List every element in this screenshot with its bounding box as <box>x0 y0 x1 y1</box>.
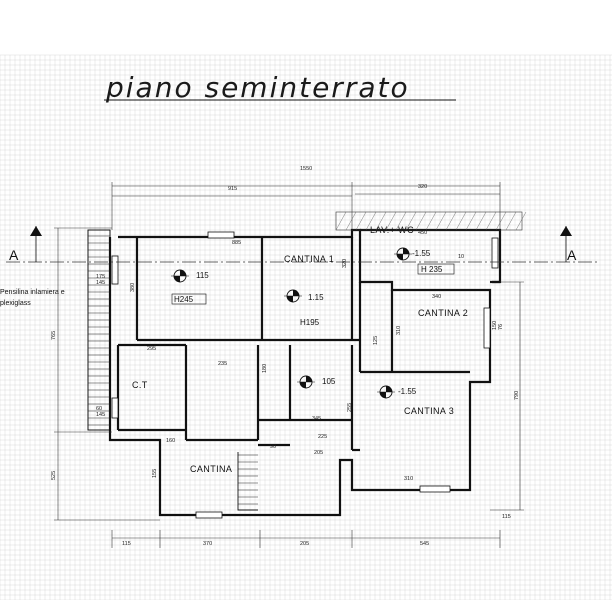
dim-top-total: 1550 <box>300 166 312 172</box>
height-box-h245 <box>171 293 207 305</box>
dim-right-790: 790 <box>514 391 520 400</box>
note-pensilina-line2: plexiglass <box>0 300 31 307</box>
dim-125: 125 <box>373 336 379 345</box>
dim-155: 155 <box>152 469 158 478</box>
level-1-15: 1.15 <box>308 293 324 302</box>
dim-295: 295 <box>147 346 156 352</box>
bottom-dimension-lines <box>111 530 501 548</box>
section-mark-right: A <box>567 247 577 263</box>
room-label-cantina-2: CANTINA 2 <box>418 308 468 318</box>
dim-90: 90 <box>270 444 276 450</box>
interior-walls <box>116 237 470 452</box>
dim-160: 160 <box>166 438 175 444</box>
dim-340: 340 <box>432 294 441 300</box>
level-markers <box>171 247 412 399</box>
section-line-a-a <box>6 226 600 263</box>
dim-left-525: 525 <box>51 471 57 480</box>
room-label-cantina-1: CANTINA 1 <box>284 254 334 264</box>
height-h235: H 235 <box>421 265 443 274</box>
stairs-bottom <box>237 452 258 511</box>
dim-top-right: 320 <box>418 184 427 190</box>
dim-right-115: 115 <box>502 514 511 520</box>
dim-345: 345 <box>312 416 321 422</box>
dim-255: 255 <box>347 403 353 412</box>
level-115: 115 <box>196 271 209 280</box>
dim-bottom-370: 370 <box>203 541 212 547</box>
dim-885: 885 <box>232 240 241 246</box>
dim-205: 205 <box>314 450 323 456</box>
canopy-hatch <box>335 211 527 231</box>
dim-left-765: 765 <box>51 331 57 340</box>
height-box-h235 <box>417 263 455 275</box>
dim-bottom-545: 545 <box>420 541 429 547</box>
dim-150-76: 15076 <box>492 321 504 330</box>
height-h245: H245 <box>174 295 194 304</box>
grid-background <box>0 54 612 600</box>
dim-235: 235 <box>218 361 227 367</box>
dim-180: 180 <box>262 364 268 373</box>
room-label-cantina: CANTINA <box>190 464 232 474</box>
dim-450: 450 <box>418 230 427 236</box>
dim-10: 10 <box>458 254 464 260</box>
plan-title: piano seminterrato <box>105 71 410 104</box>
section-mark-left: A <box>9 247 19 263</box>
dim-225: 225 <box>318 434 327 440</box>
note-pensilina-line1: Pensilina inlamiera e <box>0 289 65 296</box>
dim-bottom-205: 205 <box>300 541 309 547</box>
stairs-left <box>87 229 111 431</box>
windows <box>111 231 499 519</box>
dim-310a: 310 <box>396 326 402 335</box>
dim-bottom-115: 115 <box>122 541 131 547</box>
level-minus-155-cantina3: -1.55 <box>398 387 417 396</box>
dim-320: 320 <box>342 259 348 268</box>
dim-380: 380 <box>130 283 136 292</box>
room-label-ct: C.T <box>132 380 148 390</box>
level-minus-155-wc: -1.55 <box>412 249 431 258</box>
side-dimension-lines <box>54 227 524 521</box>
dim-top-left: 915 <box>228 186 237 192</box>
top-dimension-lines <box>111 182 501 230</box>
dim-310b: 310 <box>404 476 413 482</box>
room-label-cantina-3: CANTINA 3 <box>404 406 454 416</box>
height-h195: H195 <box>300 318 320 327</box>
level-105: 105 <box>322 377 336 386</box>
